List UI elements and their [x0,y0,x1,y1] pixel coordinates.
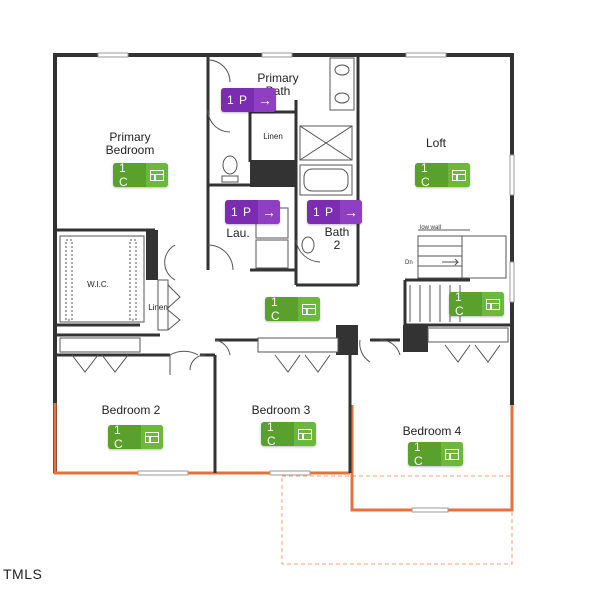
label-bedroom2: Bedroom 2 [102,403,161,417]
badge-label: 1 C [421,163,431,187]
badge-primary-bath[interactable]: 1 P → [221,88,276,112]
badge-bedroom2[interactable]: 1 C [108,425,163,449]
structural-blocks [146,160,428,355]
badge-loft-stairs[interactable]: 1 C [449,292,504,316]
floorplan-icon [448,163,470,187]
badge-label: 1 C [114,425,124,449]
badge-label: 1 P [227,93,249,107]
windows [97,52,515,513]
arrow-right-icon: → [254,88,276,112]
badge-label: 1 P [313,205,335,219]
badge-hall[interactable]: 1 C [265,297,320,321]
label-linen-top: Linen [263,132,283,141]
floorplan-icon [441,442,463,466]
closet-doors [59,279,509,373]
label-loft: Loft [426,136,447,150]
tmls-logo: TMLS [3,566,43,582]
badge-bedroom3[interactable]: 1 C [261,422,316,446]
floorplan-icon [482,292,504,316]
badge-primary-bedroom[interactable]: 1 C [113,163,168,187]
label-down: Dn [405,260,413,266]
arrow-right-icon: → [340,200,362,224]
floorplan-icon [146,163,168,187]
badge-laundry[interactable]: 1 P → [225,200,280,224]
label-wic: W.I.C. [87,280,109,289]
floorplan-icon [294,422,316,446]
badge-bedroom4[interactable]: 1 C [408,442,463,466]
patio-outline [281,475,513,565]
badge-label: 1 C [414,442,424,466]
badge-label: 1 C [267,422,277,446]
label-low-wall: low wall [420,225,441,231]
badge-loft[interactable]: 1 C [415,163,470,187]
label-linen-side: Linen [148,303,168,312]
floorplan-icon [298,297,320,321]
floorplan-icon [141,425,163,449]
label-bedroom4: Bedroom 4 [403,424,462,438]
badge-label: 1 C [119,163,129,187]
badge-label: 1 C [455,292,465,316]
label-laundry: Lau. [226,226,249,240]
badge-label: 1 C [271,297,281,321]
badge-label: 1 P [231,205,253,219]
door-swings [164,59,401,375]
label-bedroom3: Bedroom 3 [252,403,311,417]
badge-bath2[interactable]: 1 P → [307,200,362,224]
arrow-right-icon: → [258,200,280,224]
bath-fixtures [59,57,355,323]
